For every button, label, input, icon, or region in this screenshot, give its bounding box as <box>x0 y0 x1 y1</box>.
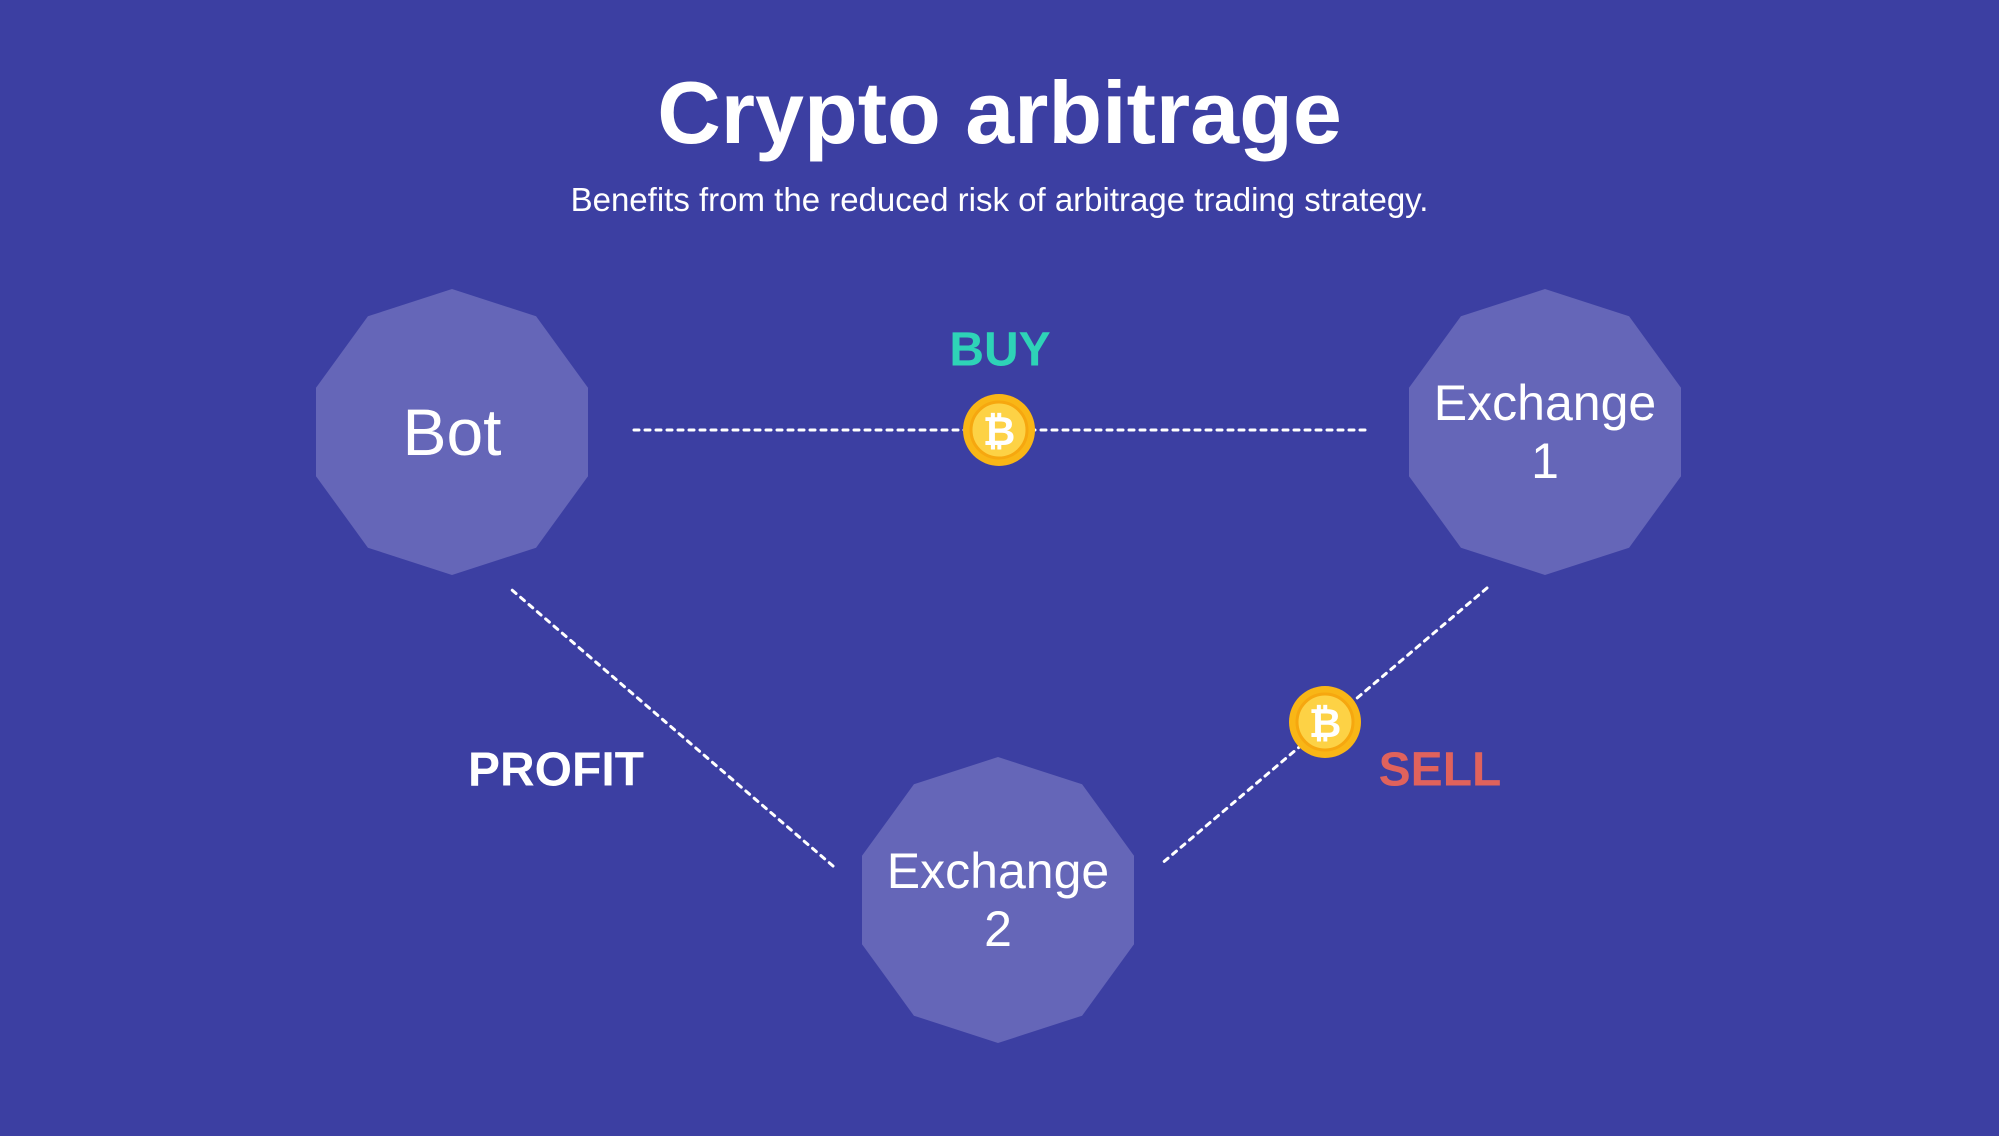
node-exchange-1-shape <box>1409 289 1681 575</box>
node-bot-shape <box>316 289 588 575</box>
node-exchange-2-label: Exchange <box>887 843 1109 899</box>
node-exchange-1-label: Exchange <box>1434 375 1656 431</box>
node-exchange-2-shape <box>862 757 1134 1043</box>
buy-label: BUY <box>949 324 1050 377</box>
page-subtitle: Benefits from the reduced risk of arbitr… <box>570 181 1429 218</box>
profit-label: PROFIT <box>468 744 644 797</box>
bitcoin-symbol: ₿ <box>983 409 1016 455</box>
profit-connector <box>510 588 835 868</box>
node-exchange-2-label: 2 <box>984 901 1012 957</box>
page-title: Crypto arbitrage <box>657 63 1342 162</box>
coin-inner <box>969 400 1029 460</box>
bitcoin-coin-icon: ₿ <box>1289 686 1361 758</box>
sell-label: SELL <box>1379 744 1502 797</box>
bitcoin-coin-icon: ₿ <box>963 394 1035 466</box>
node-bot-label: Bot <box>402 395 501 469</box>
coin-inner <box>1295 692 1355 752</box>
node-bot: Bot <box>316 289 588 575</box>
node-exchange-1-label: 1 <box>1531 433 1559 489</box>
bitcoin-symbol: ₿ <box>1309 701 1342 747</box>
